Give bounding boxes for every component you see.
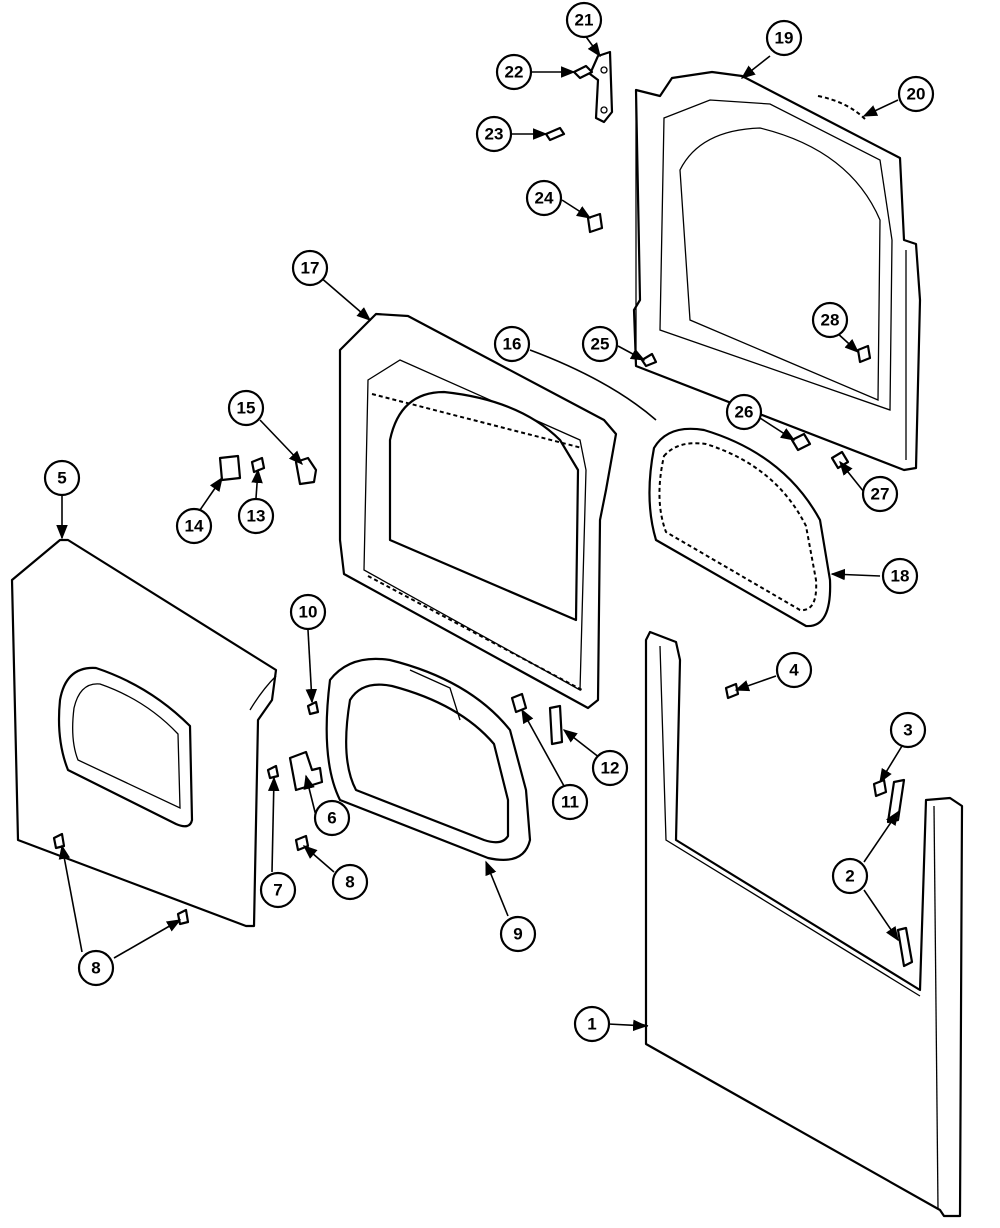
svg-text:21: 21 xyxy=(575,11,594,30)
callout-23: 23 xyxy=(475,115,513,153)
callout-27: 27 xyxy=(861,475,899,513)
part-14-hinge-plate xyxy=(218,454,242,482)
part-8-screw-b xyxy=(52,832,66,850)
part-18-front-seal xyxy=(648,427,832,628)
svg-text:12: 12 xyxy=(601,759,620,778)
part-5-door-panel xyxy=(10,538,278,928)
svg-text:22: 22 xyxy=(505,63,524,82)
svg-text:15: 15 xyxy=(237,399,256,418)
callout-18: 18 xyxy=(881,557,919,595)
callout-16: 16 xyxy=(493,325,531,363)
part-23-screw xyxy=(544,126,566,142)
part-2-bracket-b xyxy=(896,926,914,968)
svg-text:8: 8 xyxy=(345,873,354,892)
svg-text:17: 17 xyxy=(301,259,320,278)
leader-lines xyxy=(56,33,903,1032)
callouts: 1 2 3 4 5 6 7 8 8 9 10 11 12 13 14 15 16… xyxy=(43,1,935,1043)
part-1-front-panel xyxy=(644,630,964,1218)
svg-text:27: 27 xyxy=(871,485,890,504)
svg-text:19: 19 xyxy=(775,29,794,48)
svg-text:10: 10 xyxy=(299,603,318,622)
part-28-clip xyxy=(856,344,872,364)
svg-text:14: 14 xyxy=(185,517,204,536)
part-20-seal-strip xyxy=(817,95,867,121)
part-27-clip xyxy=(830,450,850,470)
part-11-clip xyxy=(510,692,528,714)
callout-10: 10 xyxy=(289,593,327,631)
svg-text:1: 1 xyxy=(587,1015,596,1034)
callout-17: 17 xyxy=(291,249,329,287)
part-21-bracket xyxy=(588,50,614,124)
part-24-clip xyxy=(586,212,604,234)
part-17-front-bulkhead xyxy=(338,312,618,710)
part-10-screw xyxy=(306,700,320,716)
callout-7: 7 xyxy=(259,871,297,909)
part-3-screw xyxy=(872,778,888,798)
callout-21: 21 xyxy=(565,1,603,39)
svg-text:2: 2 xyxy=(845,867,854,886)
callout-8b: 8 xyxy=(77,949,115,987)
callout-2: 2 xyxy=(831,857,869,895)
svg-text:26: 26 xyxy=(735,403,754,422)
callout-6: 6 xyxy=(313,799,351,837)
callout-4: 4 xyxy=(775,651,813,689)
callout-19: 19 xyxy=(765,19,803,57)
callout-13: 13 xyxy=(237,497,275,535)
part-19-rear-panel xyxy=(632,70,922,472)
svg-text:5: 5 xyxy=(57,469,66,488)
callout-26: 26 xyxy=(725,393,763,431)
callout-15: 15 xyxy=(227,389,265,427)
part-4-screw xyxy=(724,682,740,700)
callout-5: 5 xyxy=(43,459,81,497)
svg-text:3: 3 xyxy=(903,721,912,740)
part-13-clip xyxy=(250,456,266,474)
part-25-screw xyxy=(640,352,658,368)
part-6-hinge xyxy=(288,750,324,792)
svg-text:24: 24 xyxy=(535,189,554,208)
svg-text:9: 9 xyxy=(513,925,522,944)
svg-text:25: 25 xyxy=(591,335,610,354)
callout-25: 25 xyxy=(581,325,619,363)
svg-text:18: 18 xyxy=(891,567,910,586)
callout-9: 9 xyxy=(499,915,537,953)
callout-20: 20 xyxy=(897,75,935,113)
callout-8a: 8 xyxy=(331,863,369,901)
callout-14: 14 xyxy=(175,507,213,545)
callout-12: 12 xyxy=(591,749,629,787)
callout-3: 3 xyxy=(889,711,927,749)
part-26-clip xyxy=(790,432,812,452)
part-9-door-liner xyxy=(325,657,532,861)
svg-text:20: 20 xyxy=(907,85,926,104)
part-8-screw-c xyxy=(176,908,190,926)
part-16-leader-curve xyxy=(529,349,657,421)
svg-text:11: 11 xyxy=(561,793,579,812)
callout-28: 28 xyxy=(811,301,849,339)
svg-text:6: 6 xyxy=(327,809,336,828)
svg-text:13: 13 xyxy=(247,507,266,526)
part-12-clip xyxy=(548,704,564,746)
svg-text:23: 23 xyxy=(485,125,504,144)
svg-text:4: 4 xyxy=(789,661,799,680)
svg-text:8: 8 xyxy=(91,959,100,978)
svg-text:16: 16 xyxy=(503,335,522,354)
callout-24: 24 xyxy=(525,179,563,217)
callout-22: 22 xyxy=(495,53,533,91)
callout-1: 1 xyxy=(573,1005,611,1043)
callout-11: 11 xyxy=(551,783,589,821)
part-22-clip xyxy=(572,64,594,80)
svg-text:28: 28 xyxy=(821,311,840,330)
part-7-screw xyxy=(266,764,280,780)
svg-text:7: 7 xyxy=(273,881,282,900)
